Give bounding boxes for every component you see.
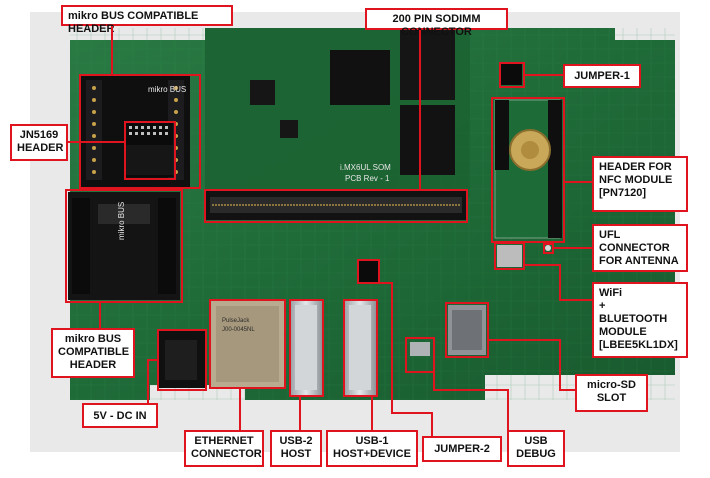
jumper-1	[500, 63, 522, 85]
label-ethernet-line-2: CONNECTOR	[191, 448, 262, 460]
label-usb-debug-line-2: DEBUG	[516, 448, 556, 460]
label-jumper-1-line-1: JUMPER-1	[574, 70, 630, 82]
label-ufl-line-3: FOR ANTENNA	[599, 255, 679, 267]
label-usb2-line-1: USB-2	[279, 435, 313, 447]
label-mikrobus-bottom-line-3: HEADER	[69, 359, 117, 371]
small-chip-2	[280, 120, 298, 138]
label-ethernet-line-1: ETHERNET	[194, 435, 254, 447]
jumper-2	[358, 260, 378, 282]
label-ufl-line-2: CONNECTOR	[599, 242, 670, 254]
label-mikrobus-top: mikro BUS COMPATIBLE HEADER	[61, 5, 233, 35]
usb-debug-port	[410, 342, 430, 356]
label-wifi-bt: WiFi + BLUETOOTH MODULE [LBEE5KL1DX]	[592, 282, 688, 358]
som-text-1: i.MX6UL SOM	[340, 163, 391, 172]
label-micro-sd-line-2: SLOT	[596, 392, 627, 404]
memory-chip-1	[400, 105, 455, 175]
label-usb2: USB-2 HOST	[270, 430, 322, 467]
label-mikrobus-bottom-line-1: mikro BUS	[64, 333, 122, 345]
som-text-2: PCB Rev - 1	[345, 174, 390, 183]
mikrobus-logo-top: mikro BUS	[148, 85, 186, 94]
label-jumper-1: JUMPER-1	[563, 64, 641, 88]
label-wifi-bt-line-2: +	[599, 300, 606, 312]
label-nfc-line-3: [PN7120]	[599, 187, 647, 199]
label-usb1-line-2: HOST+DEVICE	[333, 448, 411, 460]
label-dc-in: 5V - DC IN	[82, 403, 158, 428]
label-sodimm: 200 PIN SODIMM CONNECTOR	[365, 8, 508, 38]
label-usb-debug: USB DEBUG	[507, 430, 565, 467]
ethernet-text-1: PulseJack	[222, 318, 250, 324]
ufl-connector	[545, 245, 551, 251]
label-jumper-2: JUMPER-2	[422, 436, 502, 462]
label-jn5169: JN5169 HEADER	[10, 124, 68, 161]
label-jn5169-line-2: HEADER	[17, 142, 64, 154]
jn5169-header	[125, 122, 173, 177]
label-usb1: USB-1 HOST+DEVICE	[326, 430, 418, 467]
label-nfc-line-1: HEADER FOR	[599, 161, 672, 173]
memory-chip-2	[400, 30, 455, 100]
label-wifi-bt-line-3: BLUETOOTH	[599, 313, 668, 325]
label-mikrobus-bottom-line-2: COMPATIBLE	[58, 346, 130, 358]
label-micro-sd: micro-SD SLOT	[575, 374, 648, 412]
label-mikrobus-bottom: mikro BUS COMPATIBLE HEADER	[51, 328, 135, 378]
wifi-module	[497, 245, 522, 267]
processor-chip	[330, 50, 390, 105]
label-ufl-line-1: UFL	[599, 229, 621, 241]
label-nfc-line-2: NFC MODULE	[599, 174, 673, 186]
label-dc-in-line-1: 5V - DC IN	[93, 410, 147, 422]
mikrobus-logo-left: mikro BUS	[117, 202, 126, 240]
ethernet-text-2: J00-0045NL	[222, 327, 255, 333]
label-ethernet: ETHERNET CONNECTOR	[184, 430, 264, 467]
label-jn5169-line-1: JN5169	[19, 129, 59, 141]
label-jumper-2-line-1: JUMPER-2	[434, 443, 490, 455]
label-mikrobus-top-line-1: mikro BUS COMPATIBLE HEADER	[68, 10, 199, 35]
label-wifi-bt-line-1: WiFi	[599, 287, 623, 299]
label-wifi-bt-line-4: MODULE	[599, 326, 647, 338]
label-sodimm-line-1: 200 PIN SODIMM CONNECTOR	[392, 13, 481, 38]
small-chip-1	[250, 80, 275, 105]
label-usb2-line-2: HOST	[280, 448, 312, 460]
label-ufl: UFL CONNECTOR FOR ANTENNA	[592, 224, 688, 272]
label-micro-sd-line-1: micro-SD	[587, 379, 636, 391]
label-usb-debug-line-1: USB	[524, 435, 548, 447]
label-usb1-line-1: USB-1	[355, 435, 389, 447]
label-wifi-bt-line-5: [LBEE5KL1DX]	[599, 339, 678, 351]
label-nfc: HEADER FOR NFC MODULE [PN7120]	[592, 156, 688, 212]
